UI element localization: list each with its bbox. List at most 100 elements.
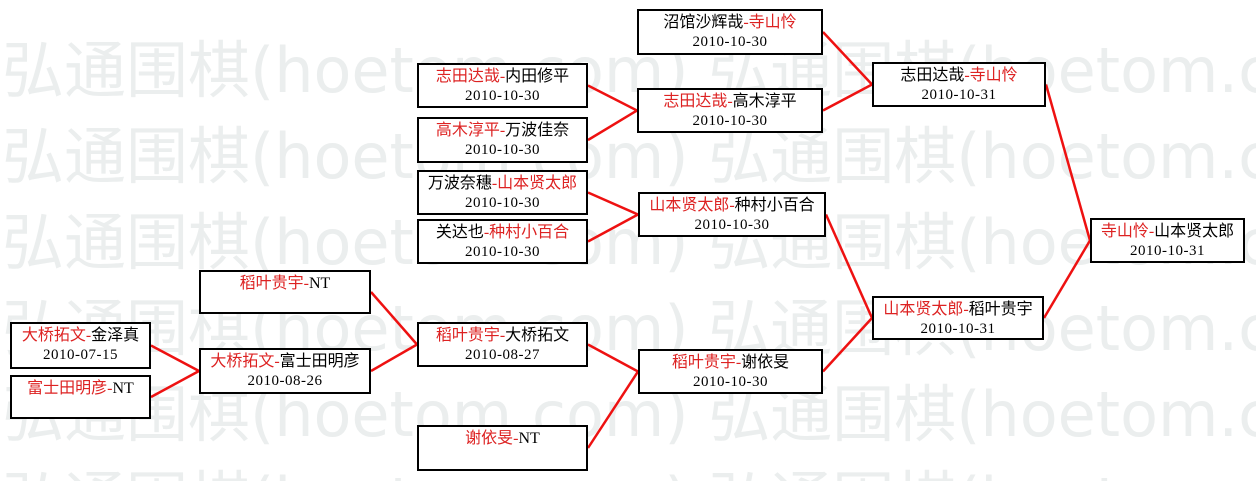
bracket-connector xyxy=(370,291,418,346)
match-players: 山本贤太郎-种村小百合 xyxy=(640,196,824,216)
match-date xyxy=(419,449,586,468)
match-date xyxy=(12,399,149,417)
match-players: 大桥拓文-金泽真 xyxy=(12,326,149,346)
match-players: 万波奈穗-山本贤太郎 xyxy=(419,174,586,194)
bracket-connector xyxy=(822,83,873,112)
player1-name: 稻叶贵宇 xyxy=(239,275,304,292)
vs-hyphen: - xyxy=(727,93,733,110)
player2-name: 金泽真 xyxy=(91,327,140,344)
player1-name: 志田达哉 xyxy=(435,68,500,85)
match-players: 稻叶贵宇-大桥拓文 xyxy=(419,326,586,346)
player2-name: 种村小百合 xyxy=(489,224,570,241)
player2-name: 寺山怜 xyxy=(969,67,1018,84)
match-players: 稻叶贵宇-谢依旻 xyxy=(640,353,821,373)
vs-hyphen: - xyxy=(513,430,519,447)
match-box-fuji_nt[interactable]: 富士田明彦-NT xyxy=(10,375,151,419)
bracket-connector xyxy=(150,369,200,399)
match-players: 沼馆沙辉哉-寺山怜 xyxy=(639,13,821,33)
player1-name: 志田达哉 xyxy=(663,93,728,110)
match-date: 2010-10-31 xyxy=(920,321,996,337)
bracket-connector xyxy=(822,31,873,86)
player1-name: 富士田明彦 xyxy=(27,380,108,397)
player2-name: 种村小百合 xyxy=(734,197,815,214)
match-date xyxy=(201,294,369,312)
vs-hyphen: - xyxy=(499,122,506,139)
match-players: 志田达哉-寺山怜 xyxy=(874,66,1044,86)
match-date: 2010-10-30 xyxy=(693,374,768,390)
match-players: 富士田明彦-NT xyxy=(12,379,149,399)
match-date: 2010-10-30 xyxy=(465,195,540,211)
player1-name: 大桥拓文 xyxy=(21,327,86,344)
player1-name: 志田达哉 xyxy=(900,67,965,84)
player1-name: 大桥拓文 xyxy=(210,353,275,370)
vs-hyphen: - xyxy=(491,175,498,192)
match-date: 2010-10-30 xyxy=(692,113,768,129)
vs-hyphen: - xyxy=(499,68,506,85)
bracket-connector xyxy=(587,343,639,373)
player1-name: 关达也 xyxy=(435,224,484,241)
player1-name: 万波奈穗 xyxy=(427,175,492,192)
player2-name: 万波佳奈 xyxy=(505,122,570,139)
vs-hyphen: - xyxy=(303,275,309,292)
player2-name: 富士田明彦 xyxy=(279,353,360,370)
match-players: 山本贤太郎-稻叶贵宇 xyxy=(874,300,1042,320)
match-date: 2010-10-31 xyxy=(921,87,997,103)
player2-name: 稻叶贵宇 xyxy=(968,301,1033,318)
vs-hyphen: - xyxy=(499,327,506,344)
match-players: 大桥拓文-富士田明彦 xyxy=(201,352,369,372)
vs-hyphen: - xyxy=(964,67,970,84)
player2-name: NT xyxy=(518,430,540,447)
match-players: 关达也-种村小百合 xyxy=(419,223,586,243)
match-date: 2010-07-15 xyxy=(43,347,118,363)
player1-name: 寺山怜 xyxy=(1100,223,1149,240)
vs-hyphen: - xyxy=(483,224,490,241)
player2-name: 大桥拓文 xyxy=(505,327,570,344)
player1-name: 谢依旻 xyxy=(465,430,514,447)
match-players: 稻叶贵宇-NT xyxy=(201,274,369,294)
vs-hyphen: - xyxy=(107,380,113,397)
bracket-connector xyxy=(370,343,418,373)
player2-name: 谢依旻 xyxy=(741,354,790,371)
bracket-connector xyxy=(587,191,639,216)
vs-hyphen: - xyxy=(963,301,969,318)
player2-name: 寺山怜 xyxy=(748,14,797,31)
bracket-connector xyxy=(587,84,638,112)
player1-name: 山本贤太郎 xyxy=(883,301,964,318)
vs-hyphen: - xyxy=(743,14,749,31)
player2-name: 山本贤太郎 xyxy=(1154,223,1235,240)
match-box-xie_nt[interactable]: 谢依旻-NT xyxy=(417,425,588,471)
match-players: 志田达哉-内田修平 xyxy=(419,67,586,87)
player2-name: NT xyxy=(309,275,331,292)
match-date: 2010-10-30 xyxy=(465,244,540,260)
player2-name: 山本贤太郎 xyxy=(497,175,578,192)
player1-name: 稻叶贵宇 xyxy=(671,354,736,371)
match-date: 2010-08-26 xyxy=(247,373,323,389)
vs-hyphen: - xyxy=(85,327,92,344)
vs-hyphen: - xyxy=(735,354,742,371)
match-players: 寺山怜-山本贤太郎 xyxy=(1092,222,1243,242)
match-box-inaba_nt[interactable]: 稻叶贵宇-NT xyxy=(199,270,371,314)
match-date: 2010-10-30 xyxy=(692,34,768,50)
match-date: 2010-10-30 xyxy=(465,88,540,104)
player2-name: 内田修平 xyxy=(505,68,570,85)
bracket-connector xyxy=(1044,84,1092,241)
match-players: 志田达哉-高木淳平 xyxy=(639,92,821,112)
match-players: 高木淳平-万波佳奈 xyxy=(419,121,586,141)
